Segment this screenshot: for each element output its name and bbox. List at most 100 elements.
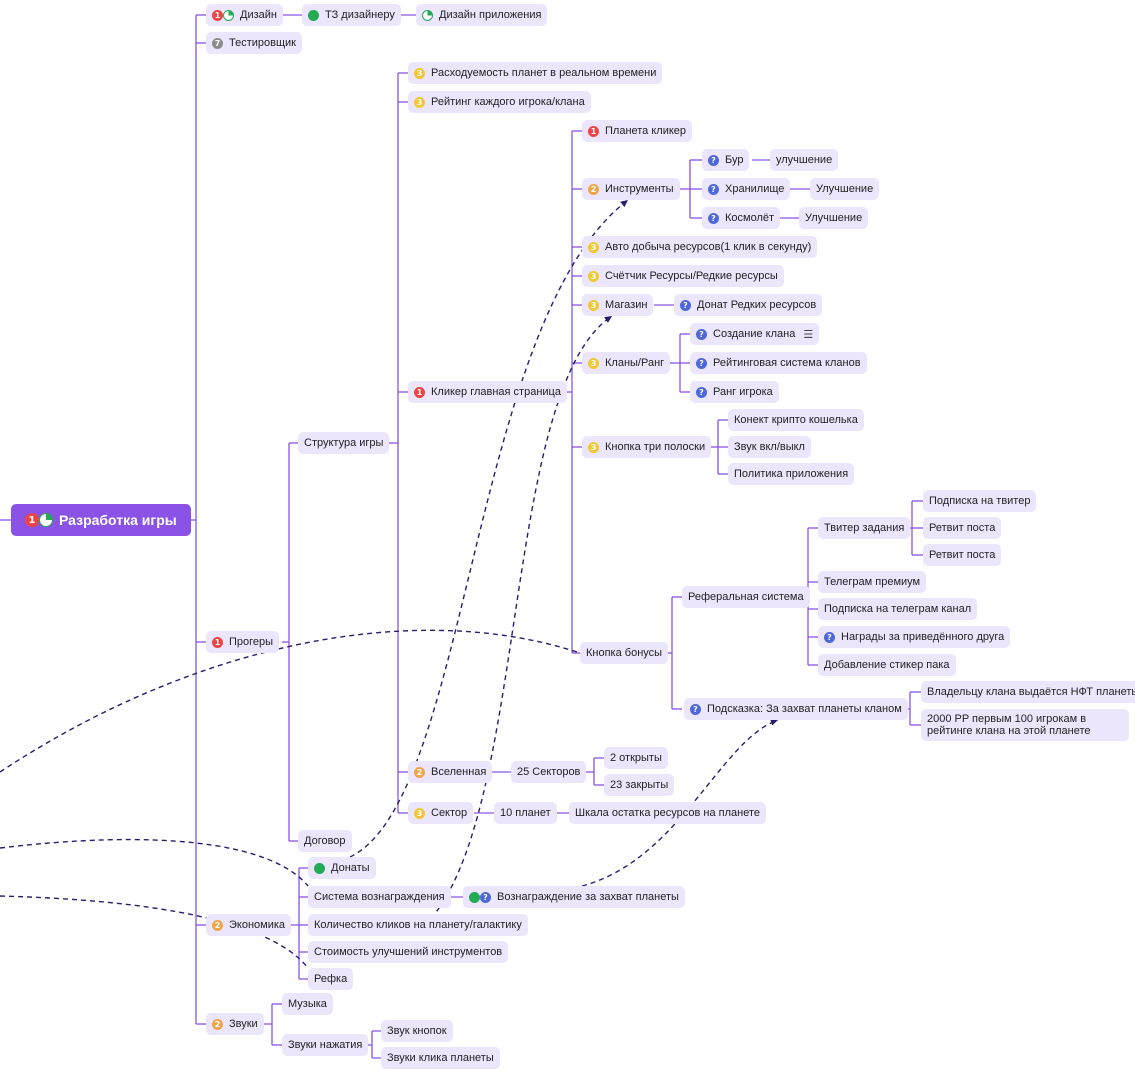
topic-capture-reward[interactable]: ? Вознаграждение за захват планеты xyxy=(463,886,685,908)
topic-drill-upgrade[interactable]: улучшение xyxy=(770,149,839,171)
topic-tools[interactable]: 2 Инструменты xyxy=(582,178,680,200)
question-icon: ? xyxy=(696,328,707,340)
topic-twitter-tasks[interactable]: Твитер задания xyxy=(818,517,911,539)
topic-label: Ретвит поста xyxy=(929,522,996,534)
topic-label: Звуки клика планеты xyxy=(387,1052,494,1064)
topic-reward-system[interactable]: Система вознаграждения xyxy=(308,886,451,908)
topic-economy[interactable]: 2 Экономика xyxy=(206,914,292,936)
topic-sector[interactable]: 3 Сектор xyxy=(408,802,474,824)
topic-label: Реферальная система xyxy=(688,591,804,603)
topic-label: Кликер главная страница xyxy=(431,386,561,398)
root-label: Разработка игры xyxy=(59,512,177,528)
topic-drill[interactable]: ? Бур xyxy=(702,149,750,171)
topic-donates[interactable]: Донаты xyxy=(308,857,376,879)
topic-23-closed[interactable]: 23 закрыты xyxy=(604,774,675,796)
topic-tool-cost[interactable]: Стоимость улучшений инструментов xyxy=(308,941,509,963)
topic-resource-scale[interactable]: Шкала остатка ресурсов на планете xyxy=(569,802,766,824)
topic-progers[interactable]: 1 Прогеры xyxy=(206,631,280,653)
task-done-icon xyxy=(314,862,325,874)
topic-label: Рефка xyxy=(314,973,348,985)
topic-storage[interactable]: ? Хранилище xyxy=(702,178,791,200)
topic-button-sound[interactable]: Звук кнопок xyxy=(381,1020,453,1042)
topic-label: 2000 PP первым 100 игрокам в рейтинге кл… xyxy=(927,713,1091,737)
topic-rating[interactable]: 3 Рейтинг каждого игрока/клана xyxy=(408,91,591,113)
topic-sounds[interactable]: 2 Звуки xyxy=(206,1013,264,1035)
topic-label: Счётчик Ресурсы/Редкие ресурсы xyxy=(605,270,778,282)
topic-label: ТЗ дизайнеру xyxy=(325,9,395,21)
topic-tz[interactable]: ТЗ дизайнеру xyxy=(302,4,401,26)
topic-clans[interactable]: 3 Кланы/Ранг xyxy=(582,352,671,374)
topic-label: Донаты xyxy=(331,862,370,874)
topic-tg-sub[interactable]: Подписка на телеграм канал xyxy=(818,598,978,620)
topic-hint[interactable]: ? Подсказка: За захват планеты кланом xyxy=(684,698,908,720)
topic-donate-rare[interactable]: ? Донат Редких ресурсов xyxy=(674,294,823,316)
topic-label: Кланы/Ранг xyxy=(605,357,665,369)
topic-label: Стоимость улучшений инструментов xyxy=(314,946,503,958)
topic-retweet-1[interactable]: Ретвит поста xyxy=(923,517,1002,539)
topic-consumption[interactable]: 3 Расходуемость планет в реальном времен… xyxy=(408,62,663,84)
topic-referral[interactable]: Реферальная система xyxy=(682,586,810,608)
priority-1-icon: 1 xyxy=(212,9,223,21)
topic-refka[interactable]: Рефка xyxy=(308,968,354,990)
question-icon: ? xyxy=(680,299,691,311)
topic-ship[interactable]: ? Космолёт xyxy=(702,207,781,229)
priority-2-icon: 2 xyxy=(212,919,223,931)
topic-friend-reward[interactable]: ? Награды за приведённого друга xyxy=(818,626,1011,648)
topic-planet-click-sound[interactable]: Звуки клика планеты xyxy=(381,1047,500,1069)
topic-label: Космолёт xyxy=(725,212,775,224)
topic-auto-mining[interactable]: 3 Авто добыча ресурсов(1 клик в секунду) xyxy=(582,236,818,258)
topic-label: Инструменты xyxy=(605,183,674,195)
topic-label: 10 планет xyxy=(500,807,551,819)
root-topic[interactable]: 1 Разработка игры xyxy=(11,504,191,536)
topic-sound-toggle[interactable]: Звук вкл/выкл xyxy=(728,436,811,458)
topic-tg-premium[interactable]: Телеграм премиум xyxy=(818,571,927,593)
topic-label: Подсказка: За захват планеты кланом xyxy=(707,703,902,715)
topic-nft[interactable]: Владельцу клана выдаётся НФТ планеты xyxy=(921,681,1135,703)
topic-label: Создание клана xyxy=(713,328,796,340)
topic-policy[interactable]: Политика приложения xyxy=(728,463,855,485)
topic-label: улучшение xyxy=(776,154,833,166)
topic-counter[interactable]: 3 Счётчик Ресурсы/Редкие ресурсы xyxy=(582,265,784,287)
topic-twitter-sub[interactable]: Подписка на твитер xyxy=(923,490,1037,512)
topic-press-sounds[interactable]: Звуки нажатия xyxy=(282,1034,369,1056)
topic-storage-upgrade[interactable]: Улучшение xyxy=(810,178,880,200)
topic-create-clan[interactable]: ? Создание клана ☰ xyxy=(690,323,820,345)
topic-label: Расходуемость планет в реальном времени xyxy=(431,67,657,79)
topic-structure[interactable]: Структура игры xyxy=(298,432,390,454)
topic-app-design[interactable]: Дизайн приложения xyxy=(416,4,548,26)
topic-ship-upgrade[interactable]: Улучшение xyxy=(799,207,869,229)
priority-3-icon: 3 xyxy=(588,357,599,369)
topic-2-open[interactable]: 2 открыты xyxy=(604,747,668,769)
relation-arrowhead xyxy=(620,200,628,208)
topic-design[interactable]: 1 Дизайн xyxy=(206,4,283,26)
topic-shop[interactable]: 3 Магазин xyxy=(582,294,654,316)
topic-25-sectors[interactable]: 25 Секторов xyxy=(511,761,587,783)
topic-10-planets[interactable]: 10 планет xyxy=(494,802,557,824)
topic-tester[interactable]: 7 Тестировщик xyxy=(206,32,302,54)
priority-2-icon: 2 xyxy=(212,1018,223,1030)
question-icon: ? xyxy=(708,183,719,195)
topic-2000pp[interactable]: 2000 PP первым 100 игрокам в рейтинге кл… xyxy=(921,709,1129,741)
topic-universe[interactable]: 2 Вселенная xyxy=(408,761,493,783)
topic-bonus-button[interactable]: Кнопка бонусы xyxy=(580,642,669,664)
topic-label: Ранг игрока xyxy=(713,386,773,398)
topic-music[interactable]: Музыка xyxy=(282,993,333,1015)
topic-clan-rating[interactable]: ? Рейтинговая система кланов xyxy=(690,352,867,374)
topic-clicks-count[interactable]: Количество кликов на планету/галактику xyxy=(308,914,528,936)
priority-3-icon: 3 xyxy=(588,270,599,282)
topic-label: 2 открыты xyxy=(610,752,662,764)
priority-1-icon: 1 xyxy=(588,125,599,137)
topic-label: Добавление стикер пака xyxy=(824,659,950,671)
topic-player-rank[interactable]: ? Ранг игрока xyxy=(690,381,779,403)
notes-icon[interactable]: ☰ xyxy=(803,328,814,341)
topic-clicker-main[interactable]: 1 Кликер главная страница xyxy=(408,381,567,403)
topic-planet-clicker[interactable]: 1 Планета кликер xyxy=(582,120,693,142)
topic-retweet-2[interactable]: Ретвит поста xyxy=(923,544,1002,566)
topic-contract[interactable]: Договор xyxy=(298,830,352,852)
priority-3-icon: 3 xyxy=(588,441,599,453)
topic-three-lines[interactable]: 3 Кнопка три полоски xyxy=(582,436,712,458)
relation-arrowhead xyxy=(604,316,612,323)
progress-quarter-icon xyxy=(39,513,53,527)
topic-sticker[interactable]: Добавление стикер пака xyxy=(818,654,956,676)
topic-wallet[interactable]: Конект крипто кошелька xyxy=(728,409,864,431)
